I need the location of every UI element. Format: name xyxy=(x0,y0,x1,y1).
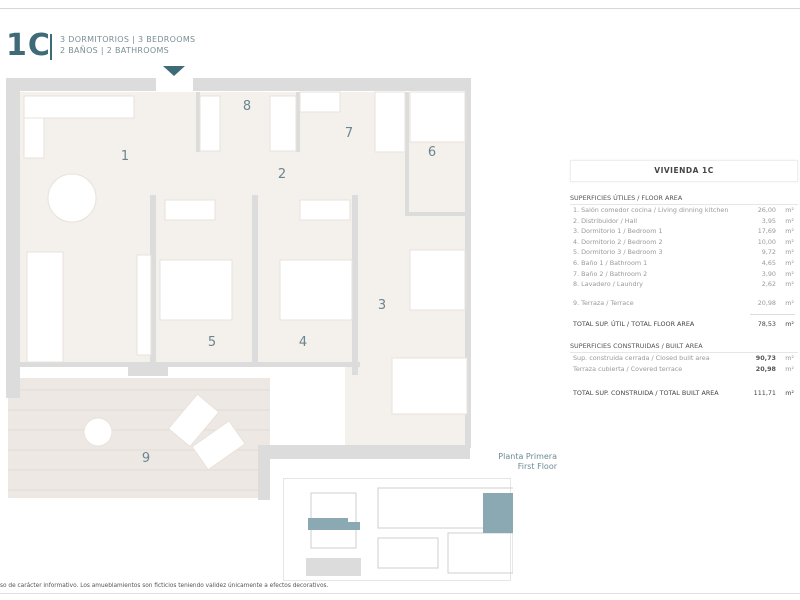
area-label: 2. Distribuidor / Hall xyxy=(573,216,638,225)
title-separator xyxy=(50,34,52,60)
bathrooms-label: 2 BAÑOS | 2 BATHROOMS xyxy=(60,46,170,55)
area-row: 6. Baño 1 / Bathroom 1 4,65 m² xyxy=(570,258,798,269)
built-area-header: SUPERFICIES CONSTRUIDAS / BUILT AREA xyxy=(570,342,798,353)
area-unit: m² xyxy=(785,206,794,214)
area-value: 26,00 xyxy=(757,206,776,214)
area-label: 1. Salón comedor cocina / Living dinning… xyxy=(573,206,729,214)
total-floor-row: TOTAL SUP. ÚTIL / TOTAL FLOOR AREA 78,53… xyxy=(573,320,794,329)
area-value: 2,62 xyxy=(761,280,776,289)
area-label: 5. Dormitorio 3 / Bedroom 3 xyxy=(573,248,663,257)
area-row: Terraza cubierta / Covered terrace 20,98 m… xyxy=(570,364,798,375)
area-unit: m² xyxy=(785,248,794,257)
area-unit: m² xyxy=(785,280,794,289)
area-value: 3,95 xyxy=(761,216,776,225)
bottom-divider xyxy=(0,593,800,594)
unit-code: 1C xyxy=(6,28,51,63)
area-value: 9,72 xyxy=(761,248,776,257)
area-value: 4,65 xyxy=(761,258,776,267)
area-row: 7. Baño 2 / Bathroom 2 3,90 m² xyxy=(570,269,798,280)
location-plan xyxy=(283,478,513,581)
room-2-label: 2 xyxy=(278,167,286,182)
area-unit: m² xyxy=(785,237,794,246)
floor-label: Planta Primera First Floor xyxy=(498,452,557,472)
area-value: 3,90 xyxy=(761,269,776,278)
floor-name-es: Planta Primera xyxy=(498,452,557,461)
area-value: 17,69 xyxy=(757,227,776,236)
area-label: 8. Lavadero / Laundry xyxy=(573,280,643,289)
total-built-row: TOTAL SUP. CONSTRUIDA / TOTAL BUILT AREA… xyxy=(573,389,794,398)
area-row: Sup. construida cerrada / Closed built a… xyxy=(570,353,798,364)
room-5-label: 5 xyxy=(208,335,216,350)
area-value: 90,73 xyxy=(755,353,776,362)
floor-name-en: First Floor xyxy=(517,462,557,471)
room-7-label: 7 xyxy=(345,126,353,141)
area-label: 6. Baño 1 / Bathroom 1 xyxy=(573,258,648,267)
room-6-label: 6 xyxy=(428,145,436,160)
area-unit: m² xyxy=(785,258,794,267)
area-row: 5. Dormitorio 3 / Bedroom 3 9,72 m² xyxy=(570,247,798,258)
area-label: Sup. construida cerrada / Closed built a… xyxy=(573,353,710,362)
area-value: 20,98 xyxy=(755,364,776,373)
floor-area-header: SUPERFICIES ÚTILES / FLOOR AREA xyxy=(570,194,798,205)
area-unit: m² xyxy=(785,269,794,278)
area-row: 4. Dormitorio 2 / Bedroom 2 10,00 m² xyxy=(570,237,798,248)
section-highlight xyxy=(308,518,348,530)
area-row: 2. Distribuidor / Hall 3,95 m² xyxy=(570,216,798,227)
entrance-icon xyxy=(163,66,185,76)
walls xyxy=(6,78,471,500)
area-row: 3. Dormitorio 1 / Bedroom 1 17,69 m² xyxy=(570,226,798,237)
room-8-label: 8 xyxy=(243,99,251,114)
area-row: 1. Salón comedor cocina / Living dinning… xyxy=(570,205,798,216)
room-3-label: 3 xyxy=(378,298,386,313)
room-1-label: 1 xyxy=(121,149,129,164)
area-label: 4. Dormitorio 2 / Bedroom 2 xyxy=(573,237,663,246)
top-divider xyxy=(0,8,800,9)
area-label: Terraza cubierta / Covered terrace xyxy=(573,364,683,373)
area-table: VIVIENDA 1C SUPERFICIES ÚTILES / FLOOR A… xyxy=(570,160,798,399)
area-unit: m² xyxy=(785,364,794,373)
unit-highlight xyxy=(483,493,513,533)
room-9-label: 9 xyxy=(142,451,150,466)
disclaimer: so de carácter informativo. Los amueblam… xyxy=(0,583,329,589)
bedrooms-label: 3 DORMITORIOS | 3 BEDROOMS xyxy=(60,35,196,44)
area-unit: m² xyxy=(785,227,794,236)
floor-plan: 1 2 3 4 5 6 7 8 9 xyxy=(6,66,471,500)
area-unit: m² xyxy=(785,353,794,362)
area-row: 8. Lavadero / Laundry 2,62 m² xyxy=(570,279,798,290)
room-4-label: 4 xyxy=(299,335,307,350)
area-label: 7. Baño 2 / Bathroom 2 xyxy=(573,269,648,278)
area-value: 10,00 xyxy=(757,237,776,246)
area-unit: m² xyxy=(785,216,794,225)
terrace-row: 9. Terraza / Terrace 20,98 m² xyxy=(573,298,794,307)
area-label: 3. Dormitorio 1 / Bedroom 1 xyxy=(573,227,663,236)
ground-block xyxy=(306,558,361,576)
table-title: VIVIENDA 1C xyxy=(570,160,798,182)
furniture xyxy=(23,91,468,471)
